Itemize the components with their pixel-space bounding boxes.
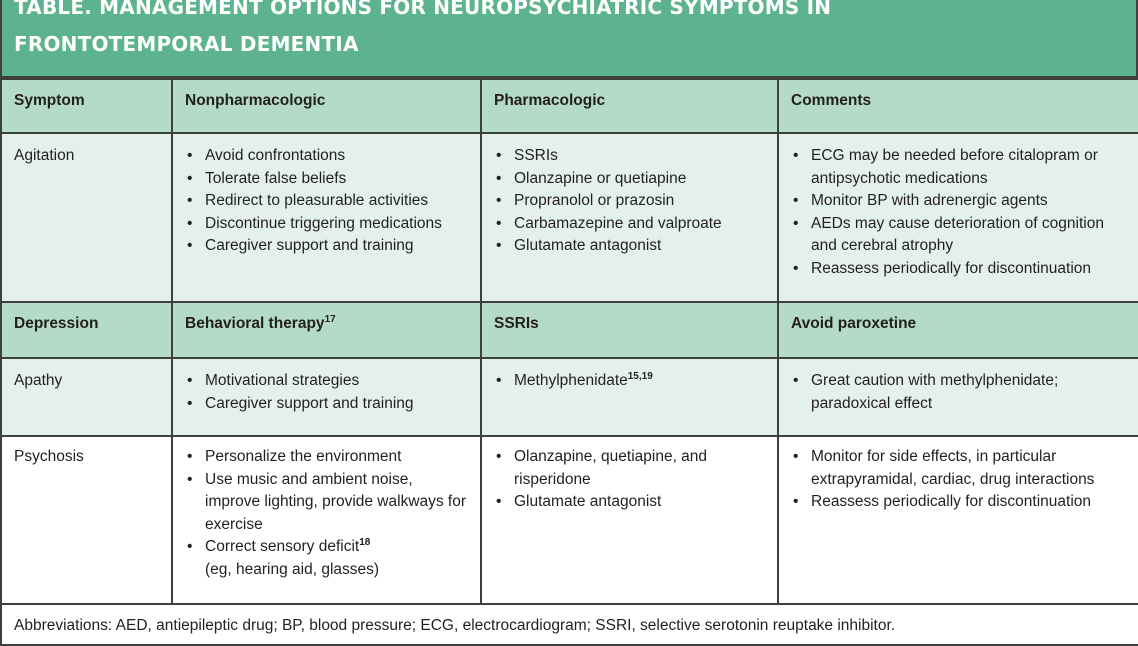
cell-nonpharmacologic: Personalize the environment Use music an…	[171, 435, 482, 605]
cell-symptom: Apathy	[0, 357, 173, 437]
list-item: Great caution with methylphenidate; para…	[791, 370, 1128, 415]
list-item: Glutamate antagonist	[494, 235, 767, 258]
header-symptom: Symptom	[0, 78, 173, 134]
list-item: Use music and ambient noise, improve lig…	[185, 469, 470, 537]
cell-nonpharmacologic: Avoid confrontations Tolerate false beli…	[171, 132, 482, 303]
table-title-line-1: TABLE. MANAGEMENT OPTIONS FOR NEUROPSYCH…	[14, 0, 832, 19]
item-text: Correct sensory deficit	[205, 538, 360, 555]
bullet-list: Avoid confrontations Tolerate false beli…	[185, 145, 470, 258]
list-item: Monitor for side effects, in particular …	[791, 446, 1128, 491]
list-item: AEDs may cause deterioration of cognitio…	[791, 213, 1128, 258]
list-item: Propranolol or prazosin	[494, 190, 767, 213]
list-item: Discontinue triggering medications	[185, 213, 470, 236]
bullet-list: Great caution with methylphenidate; para…	[791, 370, 1128, 415]
bullet-list: Personalize the environment Use music an…	[185, 446, 470, 581]
cell-comments: Avoid paroxetine	[777, 301, 1138, 359]
list-item: SSRIs	[494, 145, 767, 168]
management-table: Symptom Nonpharmacologic Pharmacologic C…	[0, 78, 1138, 646]
header-pharmacologic: Pharmacologic	[480, 78, 779, 134]
cell-comments: Great caution with methylphenidate; para…	[777, 357, 1138, 437]
table-row-apathy: Apathy Motivational strategies Caregiver…	[0, 357, 1138, 437]
cell-comments: Monitor for side effects, in particular …	[777, 435, 1138, 605]
reference-superscript: 17	[324, 314, 336, 325]
list-item: Olanzapine, quetiapine, and risperidone	[494, 446, 767, 491]
bullet-list: Olanzapine, quetiapine, and risperidone …	[494, 446, 767, 514]
bullet-list: Motivational strategies Caregiver suppor…	[185, 370, 470, 415]
list-item: Reassess periodically for discontinuatio…	[791, 491, 1128, 514]
cell-symptom: Psychosis	[0, 435, 173, 605]
footer-row: Abbreviations: AED, antiepileptic drug; …	[0, 603, 1138, 646]
list-item: Motivational strategies	[185, 370, 470, 393]
table-row-agitation: Agitation Avoid confrontations Tolerate …	[0, 132, 1138, 303]
bullet-list: ECG may be needed before citalopram or a…	[791, 145, 1128, 280]
table-row-depression: Depression Behavioral therapy17 SSRIs Av…	[0, 301, 1138, 359]
list-item: Caregiver support and training	[185, 235, 470, 258]
list-item: Redirect to pleasurable activities	[185, 190, 470, 213]
item-text: Methylphenidate	[514, 372, 628, 389]
header-nonpharmacologic: Nonpharmacologic	[171, 78, 482, 134]
header-row: Symptom Nonpharmacologic Pharmacologic C…	[0, 78, 1138, 134]
cell-pharmacologic: Methylphenidate15,19	[480, 357, 779, 437]
cell-comments: ECG may be needed before citalopram or a…	[777, 132, 1138, 303]
cell-symptom: Depression	[0, 301, 173, 359]
bullet-list: SSRIs Olanzapine or quetiapine Propranol…	[494, 145, 767, 258]
cell-pharmacologic: Olanzapine, quetiapine, and risperidone …	[480, 435, 779, 605]
list-item: Monitor BP with adrenergic agents	[791, 190, 1128, 213]
list-item: Correct sensory deficit18 (eg, hearing ai…	[185, 536, 470, 581]
bullet-list: Monitor for side effects, in particular …	[791, 446, 1128, 514]
list-item: Olanzapine or quetiapine	[494, 168, 767, 191]
cell-symptom: Agitation	[0, 132, 173, 303]
bullet-list: Methylphenidate15,19	[494, 370, 767, 393]
cell-nonpharmacologic: Behavioral therapy17	[171, 301, 482, 359]
list-item: Avoid confrontations	[185, 145, 470, 168]
list-item: Carbamazepine and valproate	[494, 213, 767, 236]
list-item: Personalize the environment	[185, 446, 470, 469]
reference-superscript: 18	[359, 537, 371, 548]
table-title-bar: TABLE. MANAGEMENT OPTIONS FOR NEUROPSYCH…	[0, 0, 1138, 78]
list-item: Glutamate antagonist	[494, 491, 767, 514]
table-title-line-2: FRONTOTEMPORAL DEMENTIA	[14, 32, 359, 56]
reference-superscript: 15,19	[627, 371, 653, 382]
cell-pharmacologic: SSRIs	[480, 301, 779, 359]
abbreviations-footnote: Abbreviations: AED, antiepileptic drug; …	[0, 603, 1138, 646]
list-item: Tolerate false beliefs	[185, 168, 470, 191]
item-note: (eg, hearing aid, glasses)	[205, 560, 380, 578]
table-row-psychosis: Psychosis Personalize the environment Us…	[0, 435, 1138, 605]
cell-nonpharmacologic: Motivational strategies Caregiver suppor…	[171, 357, 482, 437]
list-item: Reassess periodically for discontinuatio…	[791, 258, 1128, 281]
list-item: Methylphenidate15,19	[494, 370, 767, 393]
cell-text: Behavioral therapy	[185, 315, 325, 332]
cell-pharmacologic: SSRIs Olanzapine or quetiapine Propranol…	[480, 132, 779, 303]
list-item: Caregiver support and training	[185, 393, 470, 416]
list-item: ECG may be needed before citalopram or a…	[791, 145, 1128, 190]
header-comments: Comments	[777, 78, 1138, 134]
